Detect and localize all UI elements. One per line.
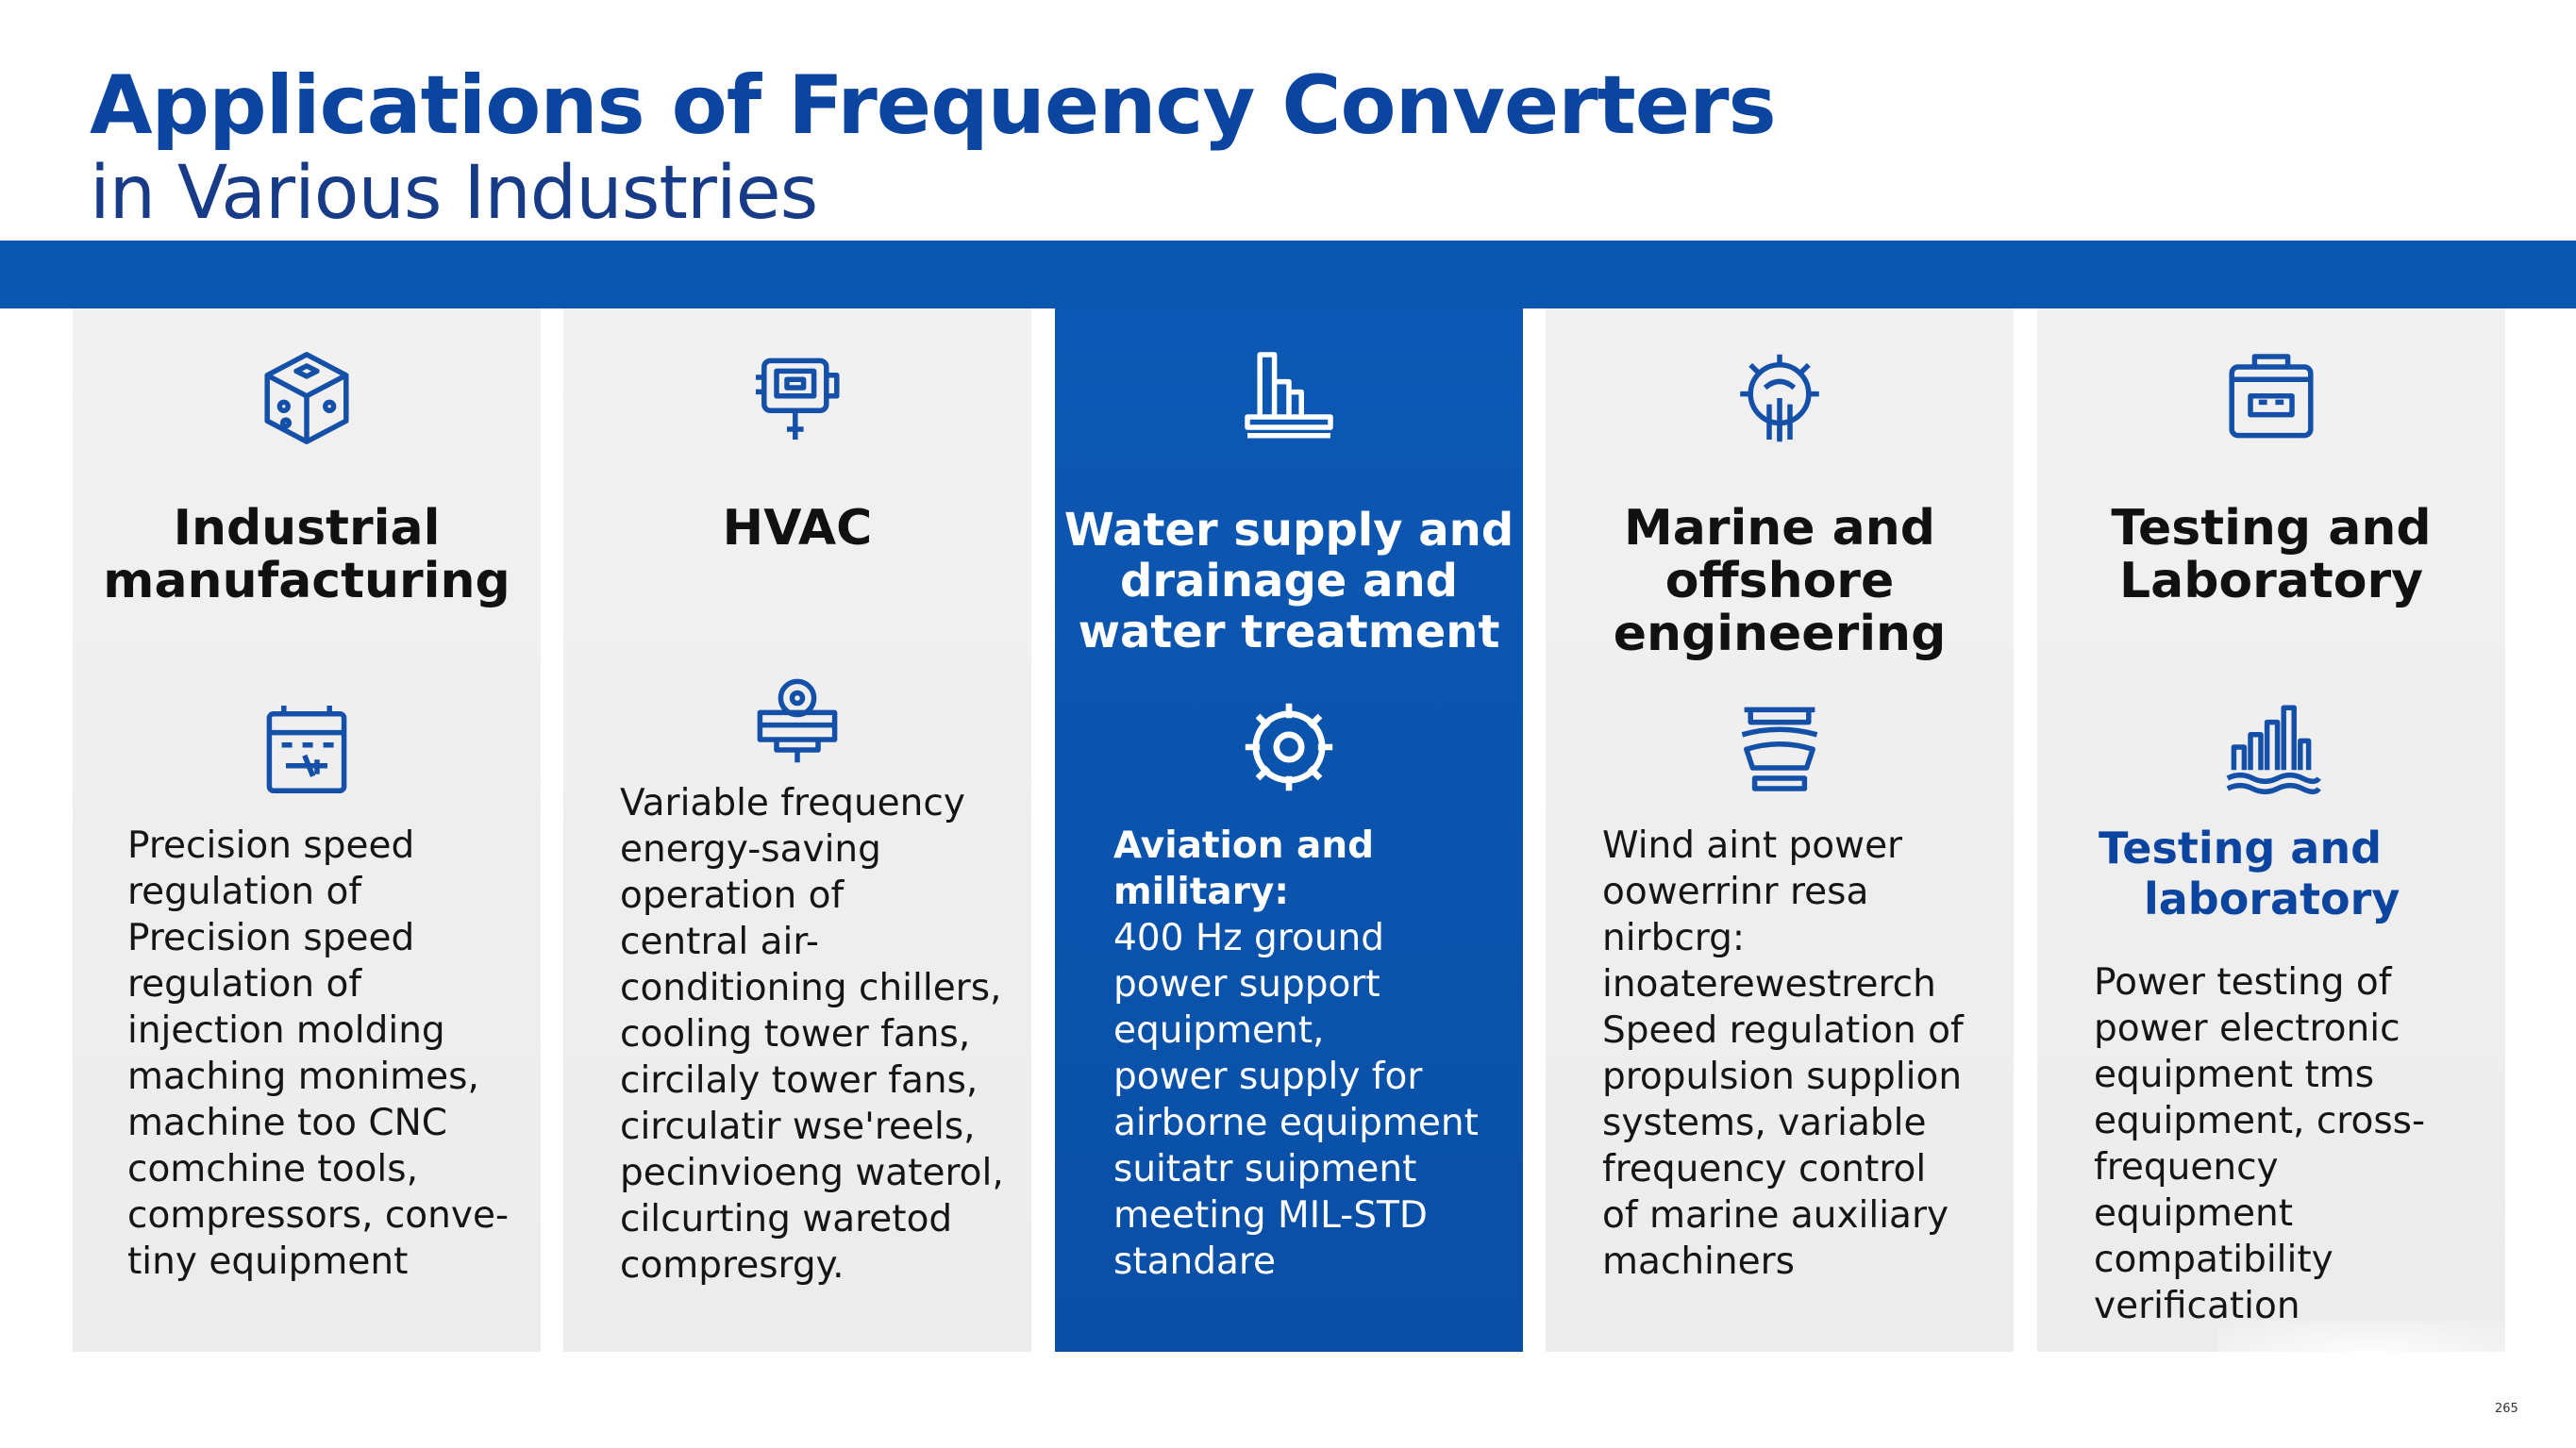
text-line: compatibility: [2094, 1239, 2333, 1281]
text-line: machiners: [1602, 1240, 1795, 1283]
text-line: Precision speed: [127, 917, 415, 959]
text-line: inoaterewestrerch: [1602, 963, 1936, 1006]
text-line: oowerrinr resa nirbcrg:: [1602, 871, 1869, 959]
text-line: compresrgy.: [620, 1244, 845, 1287]
text-line: Variable frequency: [620, 782, 965, 824]
card-heading: Testing and Laboratory: [2111, 500, 2432, 609]
text-line: central air-: [620, 921, 819, 963]
text-line: frequency control: [1602, 1148, 1927, 1190]
text-line: tiny equipment: [127, 1240, 409, 1283]
text-line: meeting MIL-STD: [1113, 1194, 1428, 1237]
text-line: conditioning chillers,: [620, 967, 1002, 1009]
text-line: airborne equipment: [1113, 1102, 1479, 1144]
text-line: equipment tms: [2094, 1054, 2375, 1096]
subheading-line: military:: [1113, 871, 1289, 913]
text-line: equipment, cross-: [2094, 1100, 2426, 1142]
text-line: compressors, conve-: [127, 1194, 510, 1237]
text-line: comchine tools,: [127, 1148, 418, 1190]
subheading-line: Testing and: [2099, 823, 2383, 874]
page-subtitle: in Various Industries: [90, 151, 818, 236]
text-line: cooling tower fans,: [620, 1013, 971, 1056]
text-line: equipment,: [1113, 1009, 1325, 1052]
text-line: verification: [2094, 1285, 2300, 1327]
watermark: [2217, 1321, 2519, 1387]
text-line: 400 Hz ground: [1113, 917, 1385, 959]
test-instrument-icon: [2219, 346, 2323, 450]
text-line: propulsion supplion: [1602, 1056, 1963, 1098]
text-line: power electronic: [2094, 1007, 2400, 1050]
subheading-line: Aviation and: [1113, 824, 1375, 867]
text-line: standare: [1113, 1240, 1277, 1283]
air-handler-icon: [745, 346, 849, 450]
text-line: regulation of: [127, 963, 362, 1006]
ship-icon: [1728, 695, 1832, 799]
card-water-supply: Water supply and drainage and water trea…: [1055, 308, 1523, 1352]
text-line: injection molding: [127, 1009, 445, 1052]
text-line: circilaly tower fans,: [620, 1059, 979, 1102]
card-description: Variable frequency energy-saving operati…: [620, 780, 1012, 1289]
card-subheading: Testing and laboratory: [2099, 823, 2496, 924]
gear-icon: [1237, 695, 1341, 799]
text-line: of marine auxiliary: [1602, 1194, 1949, 1237]
wind-turbine-icon: [1728, 346, 1832, 450]
text-line: circulatir wse'reels,: [620, 1106, 976, 1148]
card-heading: Industrial manufacturing: [103, 500, 510, 609]
cube-icon: [255, 346, 359, 450]
card-heading: Marine and offshore engineering: [1613, 500, 1947, 662]
text-line: regulation of: [127, 871, 362, 913]
text-line: pecinvioeng waterol,: [620, 1152, 1004, 1194]
text-line: machine too CNC: [127, 1102, 448, 1144]
card-description: Wind aint power oowerrinr resa nirbcrg: …: [1602, 823, 1995, 1285]
bar-chart-icon: [2219, 695, 2323, 799]
fan-unit-icon: [745, 667, 849, 771]
header-band: [0, 241, 2576, 308]
text-line: power supply for: [1113, 1056, 1423, 1098]
text-line: systems, variable: [1602, 1102, 1927, 1144]
text-line: Precision speed: [127, 824, 415, 867]
card-industrial-manufacturing: Industrial manufacturing Precision speed…: [73, 308, 541, 1352]
card-testing: Testing and Laboratory Testing and labor…: [2037, 308, 2505, 1352]
text-line: energy-saving: [620, 828, 881, 871]
card-heading: Water supply and drainage and water trea…: [1063, 504, 1514, 658]
card-hvac: HVAC Variable frequency energy-saving op…: [563, 308, 1031, 1352]
subheading-line: laboratory: [2144, 874, 2400, 924]
card-description: Power testing of power electronic equipm…: [2094, 959, 2486, 1329]
card-heading: HVAC: [722, 500, 873, 557]
card-description: Precision speed regulation of Precision …: [127, 823, 522, 1285]
card-marine: Marine and offshore engineering Wind ain…: [1546, 308, 2014, 1352]
text-line: operation of: [620, 874, 845, 917]
text-line: Power testing of: [2094, 961, 2392, 1004]
text-line: power support: [1113, 963, 1380, 1006]
text-line: maching monimes,: [127, 1056, 479, 1098]
card-description: Aviation and military: 400 Hz ground pow…: [1113, 823, 1504, 1285]
text-line: Speed regulation of: [1602, 1009, 1964, 1052]
text-line: frequency equipment: [2094, 1146, 2294, 1235]
text-line: suitatr suipment: [1113, 1148, 1417, 1190]
water-plant-icon: [1237, 344, 1341, 448]
control-panel-icon: [255, 695, 359, 799]
text-line: Wind aint power: [1602, 824, 1903, 867]
page-title: Applications of Frequency Converters: [90, 58, 1777, 153]
page-number: 265: [2495, 1402, 2518, 1416]
text-line: cilcurting waretod: [620, 1198, 953, 1240]
